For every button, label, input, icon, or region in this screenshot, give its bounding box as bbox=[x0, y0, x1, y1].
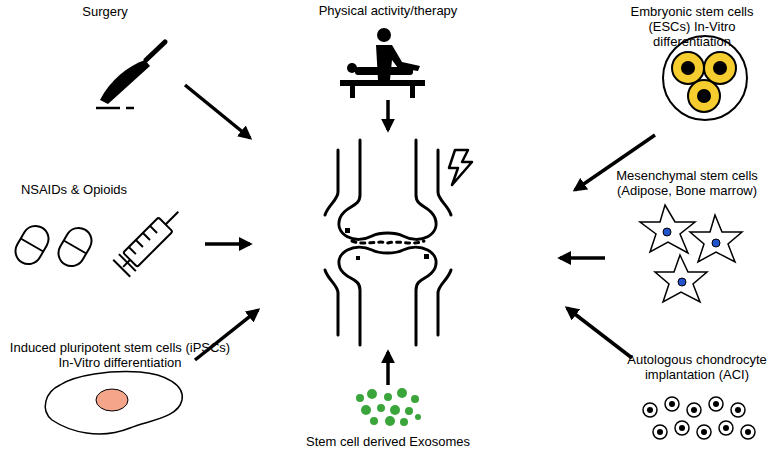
treatment-label: NSAIDs & Opioids bbox=[4, 182, 144, 197]
arrows bbox=[185, 85, 655, 385]
therapy-icon bbox=[340, 28, 425, 98]
joint-illustration bbox=[325, 140, 451, 345]
treatment-label: Induced pluripotent stem cells (iPSCs) I… bbox=[2, 340, 238, 370]
treatment-label: Stem cell derived Exosomes bbox=[300, 434, 476, 449]
treatment-label: Surgery bbox=[50, 4, 160, 19]
treatment-label: Autologous chondrocyte implantation (ACI… bbox=[622, 352, 772, 382]
pain-bolt bbox=[449, 150, 472, 185]
msc-icon bbox=[640, 205, 742, 302]
exosome-icon bbox=[356, 388, 421, 426]
treatment-label: Physical activity/therapy bbox=[300, 3, 476, 18]
msc-nuclei bbox=[663, 228, 720, 286]
drug-icon bbox=[11, 203, 187, 277]
treatment-label: Mesenchymal stem cells (Adipose, Bone ma… bbox=[600, 168, 774, 198]
ipsc-icon bbox=[45, 372, 182, 434]
scalpel-icon bbox=[96, 42, 165, 108]
aci-icon bbox=[643, 397, 755, 439]
treatment-label: Embryonic stem cells (ESCs) In-Vitro dif… bbox=[610, 4, 774, 49]
